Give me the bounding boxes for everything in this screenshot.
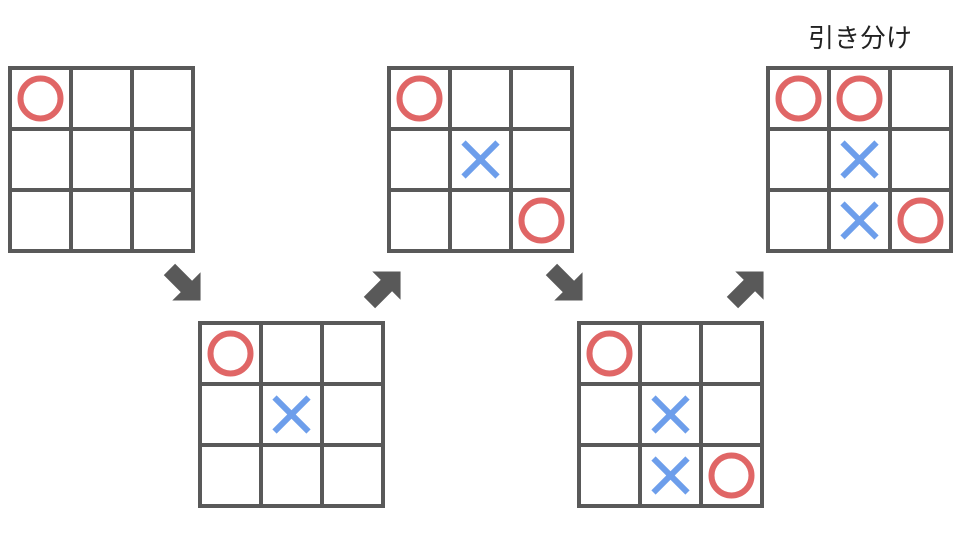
cross-mark <box>651 456 690 495</box>
arrow-down-icon <box>163 263 201 301</box>
cross-stroke <box>461 140 500 179</box>
cross-mark <box>461 140 500 179</box>
cross-stroke <box>272 395 311 434</box>
cross-stroke <box>840 140 879 179</box>
result-label: 引き分け <box>807 24 912 54</box>
board-4 <box>577 321 764 508</box>
board-3 <box>387 66 574 253</box>
circle-mark <box>518 197 565 244</box>
arrow-down-icon <box>545 263 583 301</box>
cross-mark <box>840 140 879 179</box>
cross-mark <box>651 395 690 434</box>
circle-mark <box>775 75 822 122</box>
circle-mark <box>207 330 254 377</box>
cross-stroke <box>651 395 690 434</box>
arrow-up-icon <box>363 271 401 309</box>
board-1 <box>8 66 195 253</box>
board-2 <box>198 321 385 508</box>
circle-mark <box>17 75 64 122</box>
circle-mark <box>586 330 633 377</box>
circle-mark <box>897 197 944 244</box>
board-5 <box>766 66 953 253</box>
arrow-up-icon <box>726 271 764 309</box>
cross-mark <box>272 395 311 434</box>
circle-mark <box>396 75 443 122</box>
cross-mark <box>840 201 879 240</box>
circle-mark <box>836 75 883 122</box>
cross-stroke <box>840 201 879 240</box>
cross-stroke <box>651 456 690 495</box>
circle-mark <box>708 452 755 499</box>
